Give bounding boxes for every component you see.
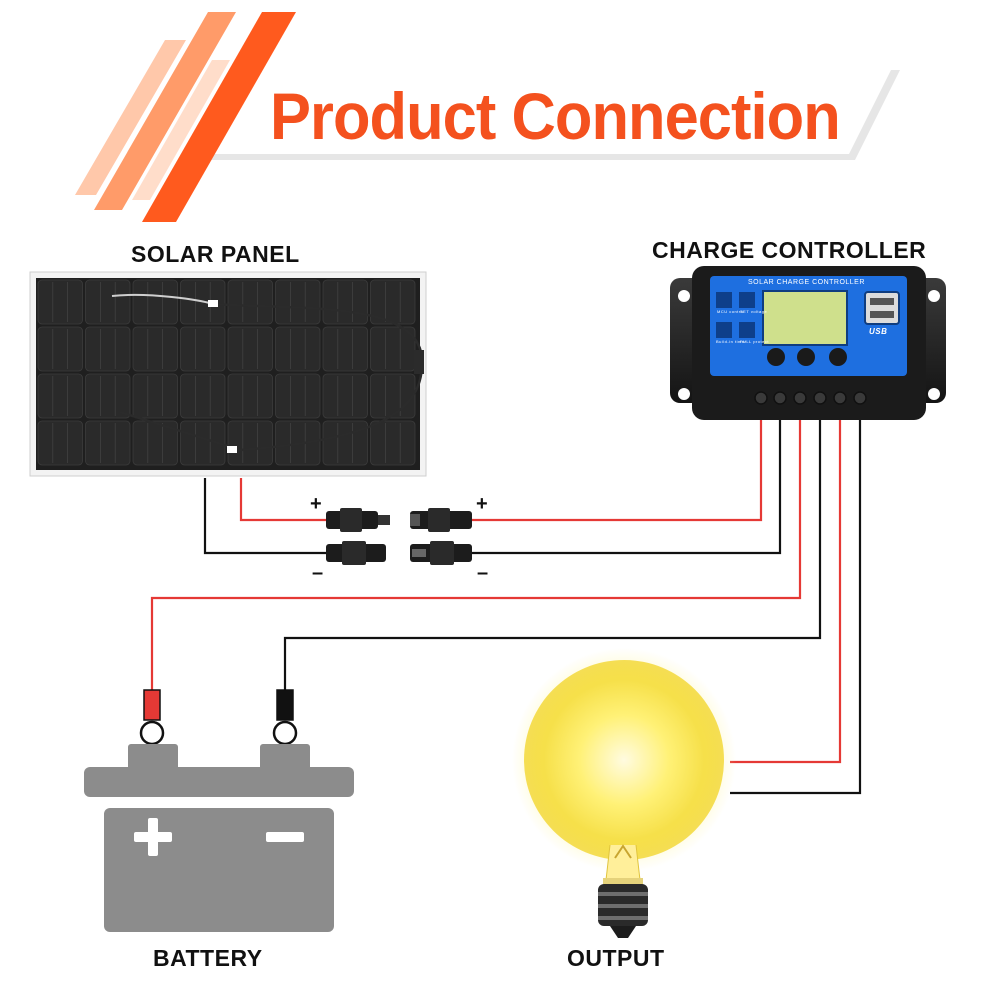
battery-negative-terminal [272, 689, 298, 746]
controller-pv-positive-wire [470, 412, 763, 522]
solar-negative-wire [203, 478, 330, 555]
lcd-screen [762, 290, 848, 346]
solar-cell [227, 326, 273, 372]
output-positive-wire [730, 412, 842, 764]
charge-controller [670, 266, 946, 420]
title-banner [75, 12, 900, 222]
right-plus-sign: + [476, 493, 488, 515]
solar-cell [275, 373, 321, 419]
solar-cell [322, 373, 368, 419]
solar-cell [322, 420, 368, 466]
usb-ports [864, 291, 900, 325]
controller-button-3 [829, 348, 847, 366]
controller-screen-header: SOLAR CHARGE CONTROLLER [748, 279, 865, 286]
solar-cell [275, 279, 321, 325]
solar-cell [370, 420, 416, 466]
page-title: Product Connection [270, 79, 841, 153]
left-minus-sign: – [312, 562, 324, 584]
solar-cell [227, 373, 273, 419]
battery-plus-icon [134, 818, 172, 856]
battery-label: BATTERY [153, 945, 263, 971]
solar-cell [37, 373, 83, 419]
solar-panel [29, 271, 427, 477]
solar-cell [370, 326, 416, 372]
battery [84, 744, 354, 932]
light-bulb [512, 648, 736, 938]
icon-set-label: SET voltage [740, 309, 768, 314]
solar-cell [227, 420, 273, 466]
solar-cell [85, 420, 131, 466]
solar-cell [180, 373, 226, 419]
icon-full-label: FULL protect [740, 339, 769, 344]
battery-positive-wire [150, 412, 802, 690]
icon-mcu-label: MCU control [717, 309, 745, 314]
solar-cell [132, 326, 178, 372]
solar-cell [180, 420, 226, 466]
icon-timer-label: Build-in timer [716, 339, 747, 344]
battery-minus-icon [266, 832, 304, 842]
charge-controller-label: CHARGE CONTROLLER [652, 237, 927, 263]
controller-pv-negative-wire [470, 412, 782, 555]
controller-button-2 [797, 348, 815, 366]
solar-cell [227, 279, 273, 325]
left-plus-sign: + [310, 493, 322, 515]
battery-negative-wire [283, 412, 822, 690]
solar-cell [37, 420, 83, 466]
solar-cell [180, 326, 226, 372]
solar-cell [85, 373, 131, 419]
mc4-connector-left-negative [326, 541, 386, 565]
solar-cell [85, 279, 131, 325]
right-minus-sign: – [477, 562, 489, 584]
solar-cell [322, 279, 368, 325]
solar-cell [275, 326, 321, 372]
terminal-block [754, 391, 867, 405]
mc4-connector-right-negative [410, 541, 472, 565]
solar-cell [132, 420, 178, 466]
accent-stripe [142, 12, 296, 222]
solar-positive-wire [239, 478, 330, 522]
solar-cell [132, 373, 178, 419]
output-negative-wire [730, 412, 862, 795]
solar-cell [85, 326, 131, 372]
bulb-screw-base [598, 884, 648, 938]
solar-cell [370, 373, 416, 419]
usb-label: USB [869, 327, 888, 336]
solar-cell [37, 326, 83, 372]
wiring [150, 412, 862, 795]
mc4-connector-right-positive [410, 508, 472, 532]
battery-positive-terminal [139, 689, 165, 746]
controller-button-1 [767, 348, 785, 366]
output-label: OUTPUT [567, 945, 665, 971]
solar-cell [132, 279, 178, 325]
solar-panel-label: SOLAR PANEL [131, 241, 300, 267]
solar-cell [322, 326, 368, 372]
solar-cell [37, 279, 83, 325]
mc4-connector-left-positive [326, 508, 390, 532]
